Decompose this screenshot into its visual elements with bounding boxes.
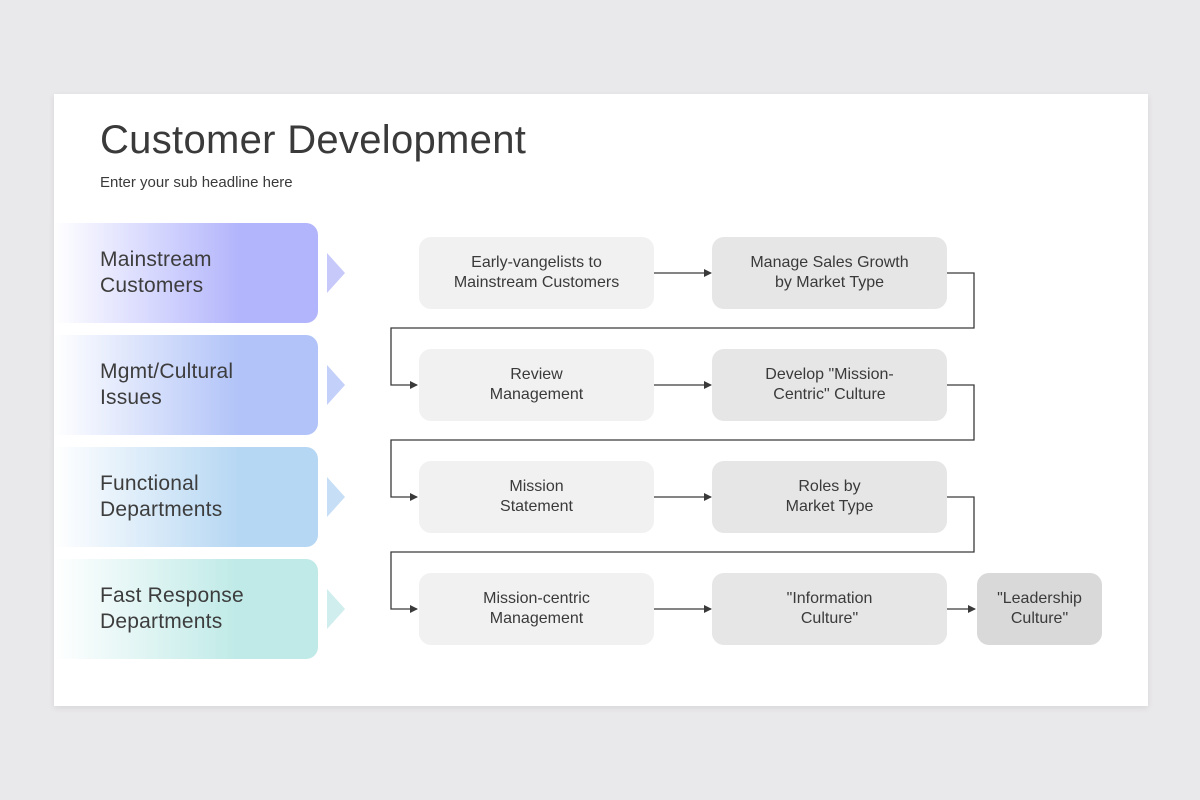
page-subtitle: Enter your sub headline here	[100, 174, 293, 191]
category-label: Fast Response Departments	[100, 584, 244, 633]
chevron-right-icon	[327, 477, 345, 517]
category-mgmt-cultural-issues: Mgmt/Cultural Issues	[54, 335, 318, 435]
chevron-right-icon	[327, 253, 345, 293]
flow-box-review-management: Review Management	[419, 349, 654, 421]
flow-box-manage-sales-growth: Manage Sales Growth by Market Type	[712, 237, 947, 309]
flow-box-roles-by-market-type: Roles by Market Type	[712, 461, 947, 533]
flow-box-leadership-culture: "Leadership Culture"	[977, 573, 1102, 645]
chevron-right-icon	[327, 589, 345, 629]
flow-box-mission-centric-management: Mission-centric Management	[419, 573, 654, 645]
category-label: Mainstream Customers	[100, 248, 212, 297]
connector-wrap	[390, 272, 975, 389]
category-fast-response-departments: Fast Response Departments	[54, 559, 318, 659]
category-label: Mgmt/Cultural Issues	[100, 360, 234, 409]
page-title: Customer Development	[100, 118, 527, 162]
flow-box-mission-statement: Mission Statement	[419, 461, 654, 533]
chevron-right-icon	[327, 365, 345, 405]
connector-wrap	[390, 384, 975, 501]
flow-box-information-culture: "Information Culture"	[712, 573, 947, 645]
flow-box-early-vangelists: Early-vangelists to Mainstream Customers	[419, 237, 654, 309]
connector-wrap	[390, 496, 975, 613]
category-mainstream-customers: Mainstream Customers	[54, 223, 318, 323]
flow-box-mission-centric-culture: Develop "Mission- Centric" Culture	[712, 349, 947, 421]
category-functional-departments: Functional Departments	[54, 447, 318, 547]
category-label: Functional Departments	[100, 472, 223, 521]
